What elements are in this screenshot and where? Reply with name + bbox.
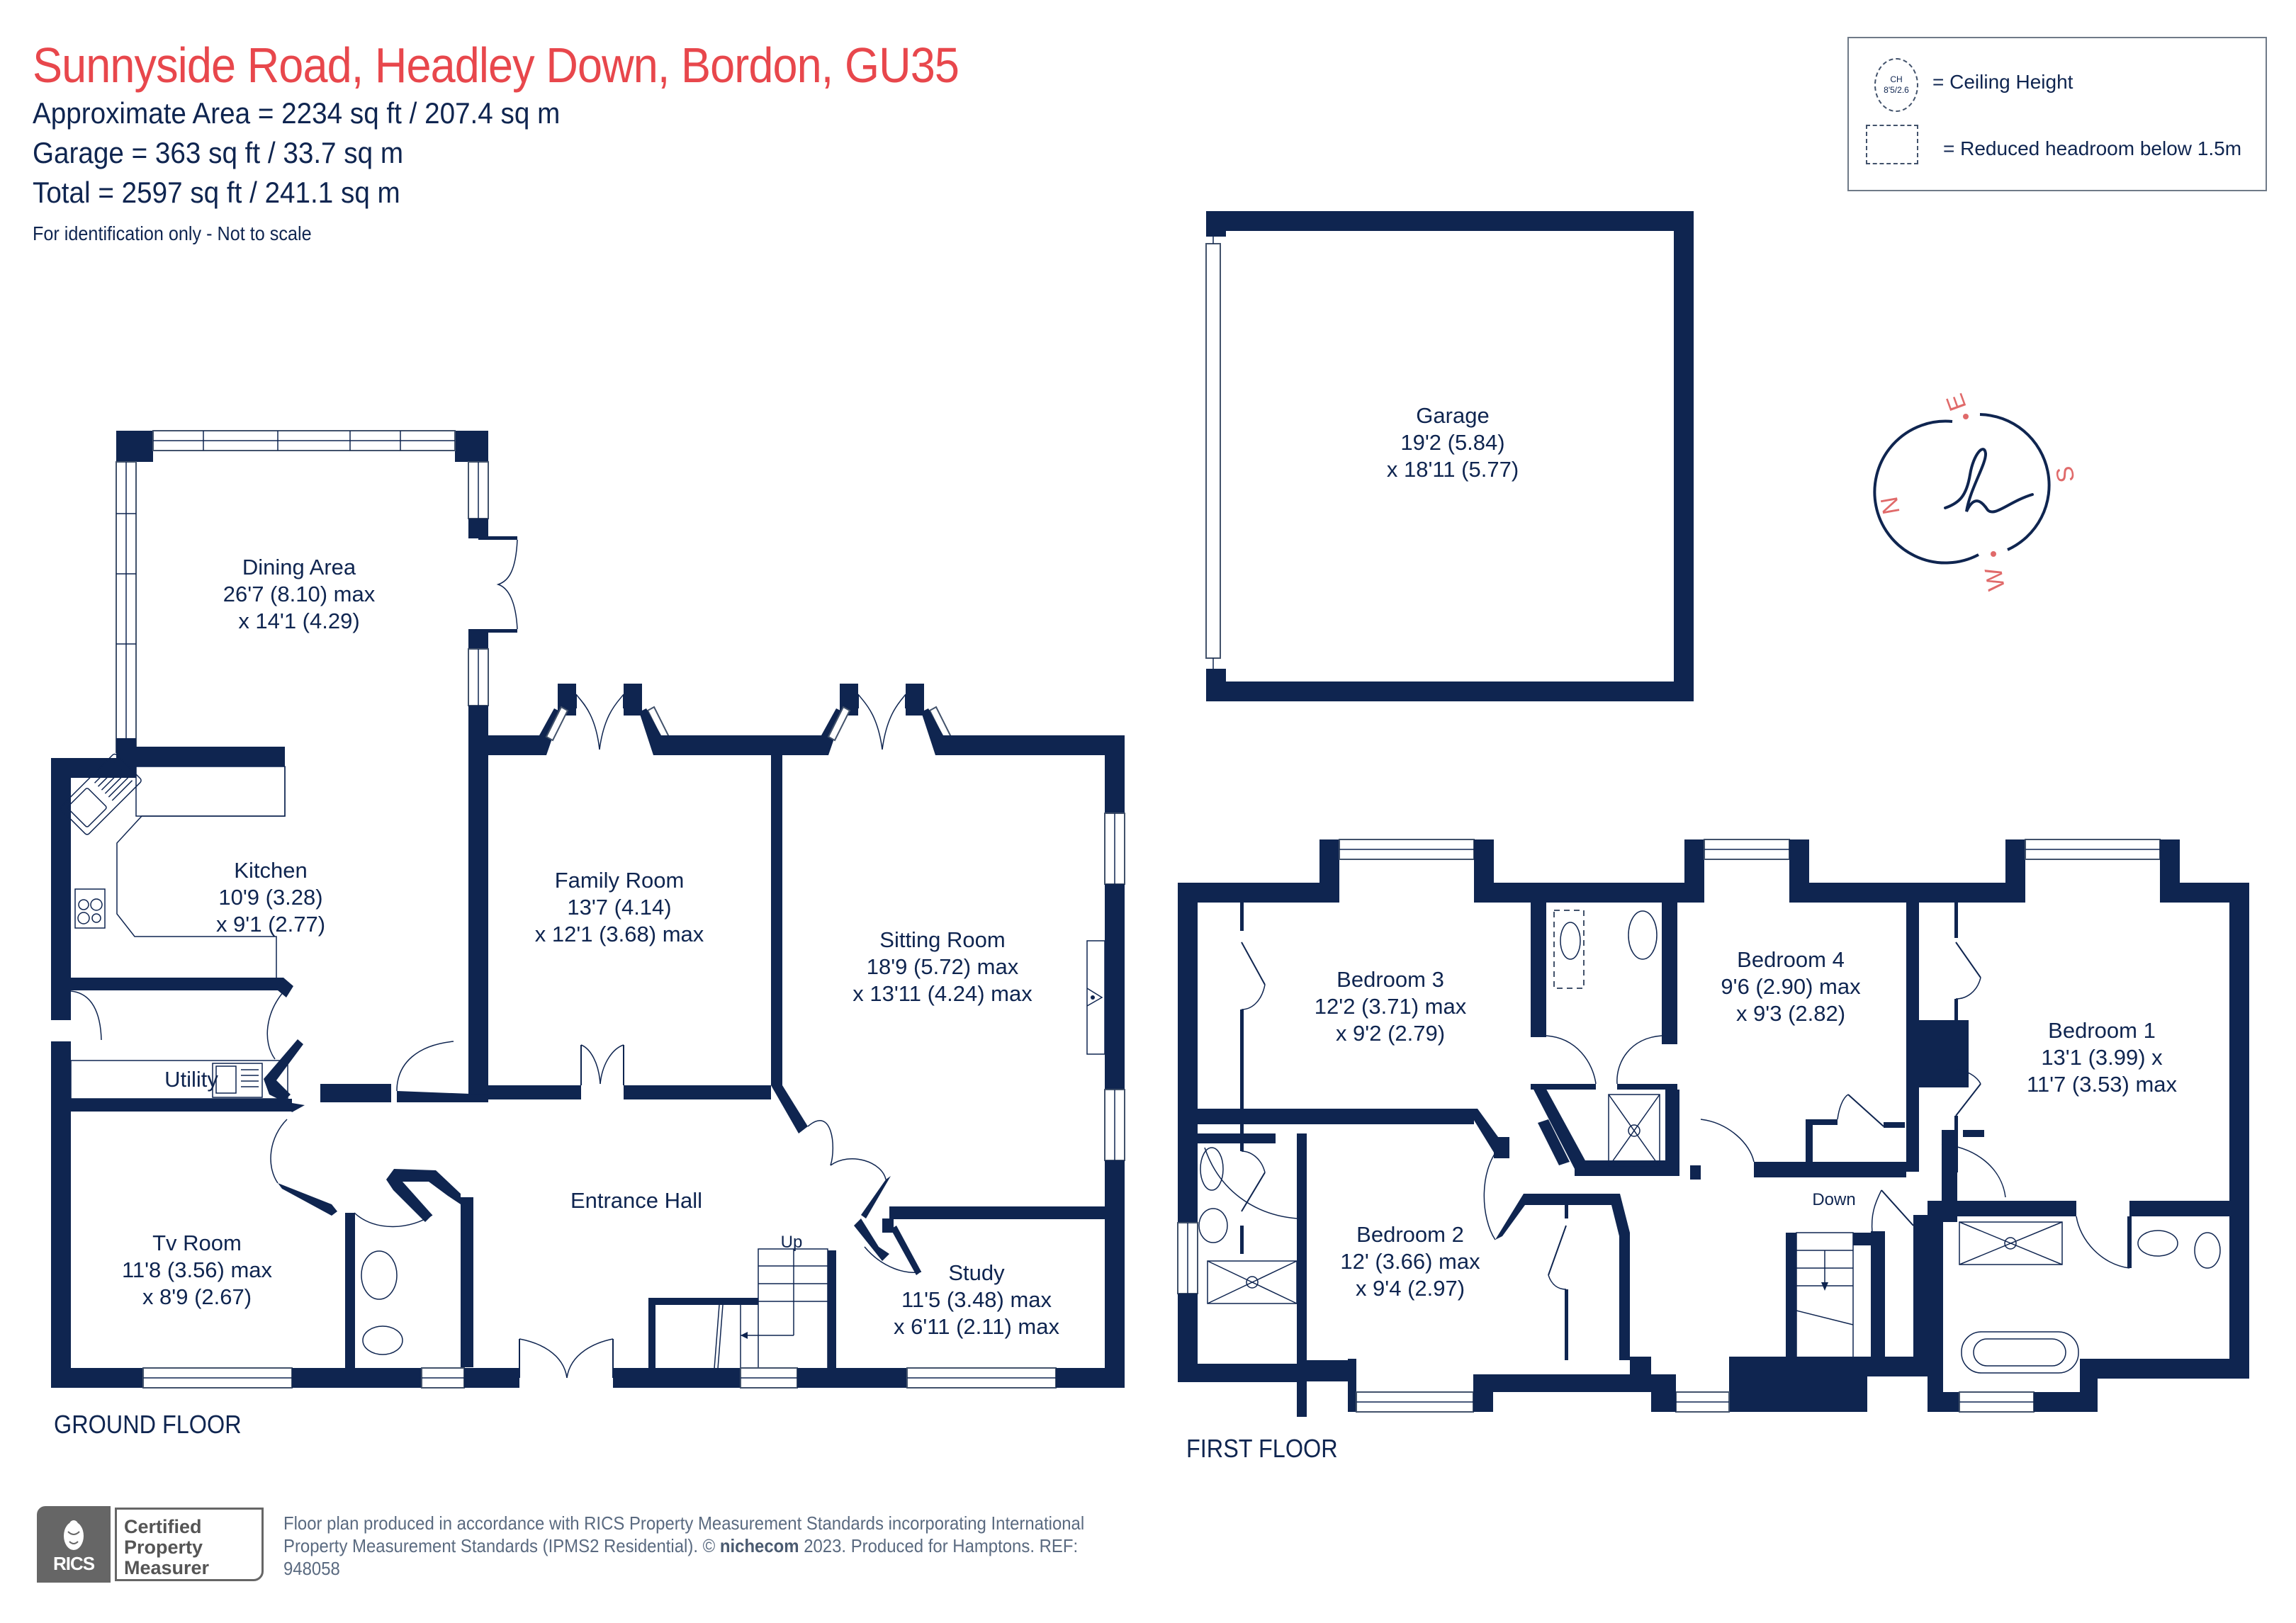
- legend-box: CH 8'5/2.6 = Ceiling Height = Reduced he…: [1847, 37, 2267, 191]
- rics-logo: RICS: [37, 1506, 111, 1583]
- first-floor-walls: [1177, 839, 2249, 1417]
- ceiling-symbol-line2: 8'5/2.6: [1884, 85, 1909, 95]
- room-dimension: 11'7 (3.53) max: [2026, 1072, 2178, 1097]
- room-dimension: 13'7 (4.14): [567, 895, 672, 920]
- rics-text: RICS: [52, 1553, 95, 1574]
- ground-floor-walls: [51, 430, 1125, 1389]
- room-name: Bedroom 1: [2048, 1018, 2156, 1043]
- room-name: Garage: [1416, 403, 1490, 428]
- room-label-bedroom-2: Bedroom 2 12' (3.66) max x 9'4 (2.97): [1340, 1221, 1480, 1302]
- room-name: Kitchen: [234, 858, 308, 883]
- first-floor-label: FIRST FLOOR: [1186, 1434, 1338, 1463]
- room-label-sitting-room: Sitting Room 18'9 (5.72) max x 13'11 (4.…: [852, 927, 1032, 1007]
- room-name: Tv Room: [152, 1231, 242, 1255]
- stairs-down-label: Down: [1812, 1190, 1856, 1209]
- stairs-up-label: Up: [780, 1233, 803, 1252]
- room-label-entrance-hall: Entrance Hall: [570, 1187, 702, 1214]
- badge-line: Certified: [124, 1516, 202, 1537]
- room-label-tv-room: Tv Room 11'8 (3.56) max x 8'9 (2.67): [122, 1230, 272, 1311]
- room-label-study: Study 11'5 (3.48) max x 6'11 (2.11) max: [894, 1260, 1059, 1340]
- compass: E S N W: [1871, 383, 2105, 616]
- room-name: Sitting Room: [879, 927, 1006, 952]
- room-dimension: 12'2 (3.71) max: [1314, 994, 1467, 1019]
- room-dimension: x 8'9 (2.67): [142, 1284, 252, 1309]
- room-name: Bedroom 3: [1336, 967, 1444, 992]
- garage-area: Garage = 363 sq ft / 33.7 sq m: [33, 136, 404, 169]
- footer-legal-text: Floor plan produced in accordance with R…: [283, 1512, 1105, 1580]
- lion-icon: [64, 1520, 84, 1550]
- room-dimension: x 9'1 (2.77): [215, 912, 326, 937]
- room-name: Dining Area: [242, 555, 356, 579]
- room-dimension: 11'5 (3.48) max: [901, 1287, 1052, 1312]
- room-dimension: x 9'4 (2.97): [1355, 1276, 1465, 1301]
- footer-text-part1: Floor plan produced in accordance with R…: [283, 1512, 1085, 1556]
- room-dimension: 12' (3.66) max: [1340, 1249, 1480, 1274]
- room-label-family-room: Family Room 13'7 (4.14) x 12'1 (3.68) ma…: [535, 867, 704, 948]
- room-dimension: 11'8 (3.56) max: [121, 1257, 273, 1282]
- room-label-bedroom-4: Bedroom 4 9'6 (2.90) max x 9'3 (2.82): [1721, 946, 1860, 1027]
- reduced-headroom-icon: [1866, 125, 1918, 164]
- room-dimension: 26'7 (8.10) max: [223, 582, 376, 606]
- ceiling-symbol-line1: CH: [1890, 74, 1903, 84]
- room-dimension: 10'9 (3.28): [218, 885, 323, 910]
- room-name: Bedroom 2: [1356, 1222, 1464, 1247]
- property-title: Sunnyside Road, Headley Down, Bordon, GU…: [33, 38, 960, 93]
- room-dimension: x 18'11 (5.77): [1386, 457, 1519, 482]
- room-label-utility: Utility: [164, 1066, 218, 1093]
- room-dimension: x 9'3 (2.82): [1735, 1001, 1846, 1026]
- room-label-bedroom-1: Bedroom 1 13'1 (3.99) x 11'7 (3.53) max: [2027, 1017, 2177, 1098]
- approximate-area: Approximate Area = 2234 sq ft / 207.4 sq…: [33, 96, 561, 130]
- room-label-bedroom-3: Bedroom 3 12'2 (3.71) max x 9'2 (2.79): [1315, 966, 1466, 1047]
- ground-floor-label: GROUND FLOOR: [54, 1410, 242, 1439]
- badge-line: Measurer: [124, 1557, 210, 1578]
- room-dimension: x 13'11 (4.24) max: [852, 981, 1032, 1006]
- room-name: Entrance Hall: [570, 1188, 703, 1213]
- nichecom-brand: nichecom: [719, 1535, 799, 1556]
- room-dimension: x 14'1 (4.29): [238, 609, 360, 633]
- ceiling-height-icon: CH 8'5/2.6: [1874, 58, 1918, 112]
- room-dimension: 9'6 (2.90) max: [1721, 974, 1861, 999]
- disclaimer: For identification only - Not to scale: [33, 222, 312, 244]
- room-name: Bedroom 4: [1737, 947, 1845, 972]
- room-label-garage: Garage 19'2 (5.84) x 18'11 (5.77): [1387, 402, 1519, 483]
- room-label-dining-area: Dining Area 26'7 (8.10) max x 14'1 (4.29…: [223, 554, 375, 635]
- badge-line: Property: [124, 1537, 203, 1558]
- room-name: Utility: [164, 1067, 218, 1092]
- certified-property-measurer: Certified Property Measurer: [115, 1508, 264, 1581]
- room-dimension: 18'9 (5.72) max: [866, 954, 1019, 979]
- reduced-headroom-label: = Reduced headroom below 1.5m: [1943, 137, 2242, 159]
- room-name: Study: [948, 1260, 1005, 1285]
- room-dimension: x 6'11 (2.11) max: [894, 1314, 1059, 1339]
- footer-text-part2: 2023. Produced for Hamptons. REF: 948058: [283, 1535, 1079, 1579]
- room-name: Family Room: [554, 868, 685, 893]
- room-dimension: x 9'2 (2.79): [1335, 1021, 1446, 1046]
- room-dimension: 19'2 (5.84): [1400, 430, 1505, 455]
- rics-certified-badge: RICS Certified Property Measurer: [37, 1506, 266, 1584]
- room-dimension: x 12'1 (3.68) max: [534, 922, 704, 946]
- compass-logo-icon: [1873, 413, 2051, 565]
- room-dimension: 13'1 (3.99) x: [2041, 1045, 2163, 1070]
- garage-walls: [1205, 211, 1694, 701]
- ceiling-height-label: = Ceiling Height: [1932, 71, 2073, 93]
- room-label-kitchen: Kitchen 10'9 (3.28) x 9'1 (2.77): [216, 857, 325, 938]
- total-area: Total = 2597 sq ft / 241.1 sq m: [33, 176, 400, 209]
